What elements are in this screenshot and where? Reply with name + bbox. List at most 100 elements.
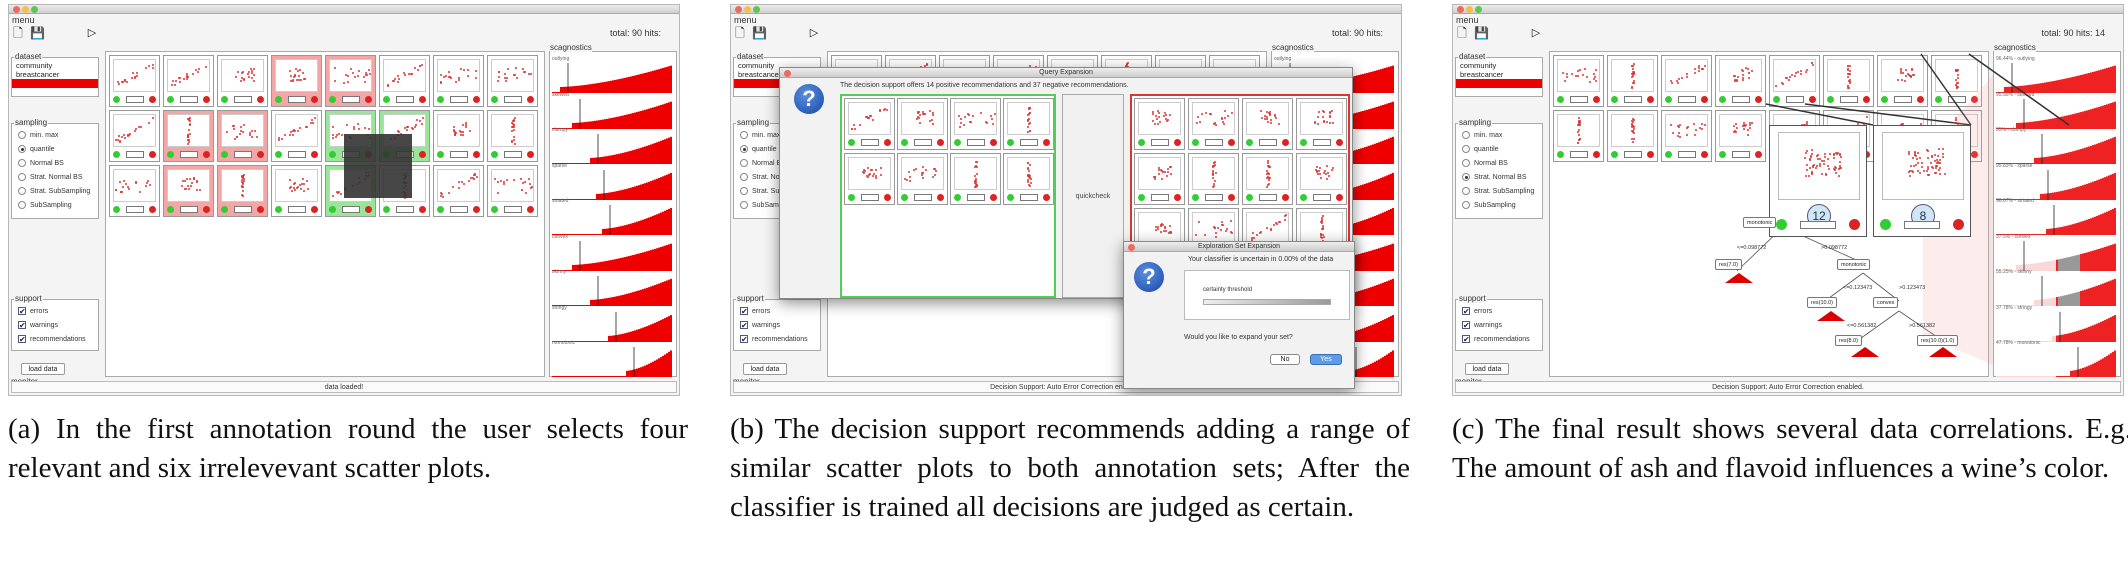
accept-button[interactable] bbox=[848, 194, 855, 201]
scagnostics-row-striated[interactable]: 96.67% - striated bbox=[1996, 198, 2118, 236]
accept-button[interactable] bbox=[1192, 194, 1199, 201]
scatterplot-tile[interactable] bbox=[271, 55, 322, 107]
menu-label[interactable]: menu bbox=[734, 15, 757, 25]
reject-button[interactable] bbox=[527, 96, 534, 103]
radio-icon[interactable] bbox=[18, 201, 26, 209]
accept-button[interactable] bbox=[1665, 151, 1672, 158]
reject-button[interactable] bbox=[419, 96, 426, 103]
checkbox-icon[interactable]: ✔ bbox=[18, 335, 26, 344]
accept-button[interactable] bbox=[491, 151, 498, 158]
scatterplot-tile[interactable] bbox=[217, 110, 268, 162]
radio-icon[interactable] bbox=[740, 187, 748, 195]
reject-button[interactable] bbox=[1336, 194, 1343, 201]
dataset-item[interactable]: community bbox=[1460, 61, 1497, 70]
tree-node[interactable]: res(10.0)(1.0) bbox=[1917, 335, 1959, 346]
sampling-option[interactable]: Strat. Normal BS bbox=[734, 170, 820, 184]
scagnostics-row-monotonic[interactable]: monotonic bbox=[552, 340, 674, 378]
reject-button[interactable] bbox=[990, 139, 997, 146]
scatterplot-tile[interactable] bbox=[844, 98, 895, 150]
quickcheck-button[interactable]: quickcheck bbox=[1062, 94, 1124, 298]
reject-button[interactable] bbox=[203, 206, 210, 213]
accept-button[interactable] bbox=[1776, 219, 1787, 230]
menu-label[interactable]: menu bbox=[1456, 15, 1479, 25]
scatterplot-tile[interactable] bbox=[1607, 110, 1658, 162]
sampling-option[interactable]: Normal BS bbox=[1456, 156, 1542, 170]
support-option[interactable]: ✔errors bbox=[12, 304, 98, 318]
support-option[interactable]: ✔errors bbox=[1456, 304, 1542, 318]
reject-button[interactable] bbox=[1282, 139, 1289, 146]
accept-button[interactable] bbox=[221, 206, 228, 213]
scatterplot-tile[interactable] bbox=[1553, 110, 1604, 162]
new-file-icon[interactable]: 🗋 bbox=[735, 25, 745, 40]
accept-button[interactable] bbox=[901, 139, 908, 146]
close-icon[interactable] bbox=[13, 6, 20, 13]
sampling-option[interactable]: Strat. Normal BS bbox=[12, 170, 98, 184]
scatterplot-tile[interactable] bbox=[271, 110, 322, 162]
reject-button[interactable] bbox=[1809, 96, 1816, 103]
accept-button[interactable] bbox=[1881, 96, 1888, 103]
radio-icon[interactable] bbox=[18, 173, 26, 181]
reject-button[interactable] bbox=[257, 96, 264, 103]
dataset-item[interactable]: breastcancer bbox=[16, 70, 60, 79]
sampling-option[interactable]: Strat. Normal BS bbox=[1456, 170, 1542, 184]
reject-button[interactable] bbox=[1701, 96, 1708, 103]
scatterplot-tile[interactable] bbox=[1003, 98, 1054, 150]
accept-button[interactable] bbox=[167, 206, 174, 213]
reject-button[interactable] bbox=[311, 151, 318, 158]
support-option[interactable]: ✔recommendations bbox=[1456, 332, 1542, 346]
zoomed-scatterplot[interactable]: 8 bbox=[1873, 125, 1971, 237]
sampling-option[interactable]: SubSampling bbox=[734, 198, 820, 212]
support-option[interactable]: ✔errors bbox=[734, 304, 820, 318]
scagnostics-row-convex[interactable]: 37.5% - convex bbox=[1996, 234, 2118, 272]
menu-label[interactable]: menu bbox=[12, 15, 35, 25]
accept-button[interactable] bbox=[901, 194, 908, 201]
scatterplot-tile[interactable] bbox=[1553, 55, 1604, 107]
save-icon[interactable]: 💾 bbox=[1474, 25, 1489, 40]
checkbox-icon[interactable]: ✔ bbox=[1462, 335, 1470, 344]
scatterplot-tile[interactable] bbox=[1661, 110, 1712, 162]
close-icon[interactable] bbox=[735, 6, 742, 13]
maximize-icon[interactable] bbox=[1475, 6, 1482, 13]
scatterplot-tile[interactable] bbox=[1188, 98, 1239, 150]
scatterplot-tile[interactable] bbox=[1715, 55, 1766, 107]
new-file-icon[interactable]: 🗋 bbox=[1457, 25, 1467, 40]
reject-button[interactable] bbox=[257, 151, 264, 158]
accept-button[interactable] bbox=[1138, 139, 1145, 146]
scagnostics-row-outlying[interactable]: 96.44% - outlying bbox=[1996, 56, 2118, 94]
radio-icon[interactable] bbox=[740, 131, 748, 139]
scatterplot-tile[interactable] bbox=[163, 165, 214, 217]
reject-button[interactable] bbox=[1336, 139, 1343, 146]
reject-button[interactable] bbox=[257, 206, 264, 213]
scatterplot-tile[interactable] bbox=[325, 55, 376, 107]
sampling-option[interactable]: SubSampling bbox=[12, 198, 98, 212]
accept-button[interactable] bbox=[1719, 151, 1726, 158]
radio-icon[interactable] bbox=[1462, 173, 1470, 181]
certainty-slider[interactable] bbox=[1203, 299, 1331, 305]
no-button[interactable]: No bbox=[1270, 354, 1300, 365]
accept-button[interactable] bbox=[275, 206, 282, 213]
radio-icon[interactable] bbox=[1462, 201, 1470, 209]
scatterplot-tile[interactable] bbox=[163, 55, 214, 107]
dataset-item[interactable]: wine bbox=[1456, 79, 1542, 88]
accept-button[interactable] bbox=[113, 151, 120, 158]
sampling-option[interactable]: quantile bbox=[12, 142, 98, 156]
scatterplot-tile[interactable] bbox=[487, 110, 538, 162]
reject-button[interactable] bbox=[937, 194, 944, 201]
reject-button[interactable] bbox=[937, 139, 944, 146]
reject-button[interactable] bbox=[203, 96, 210, 103]
minimize-icon[interactable] bbox=[744, 6, 751, 13]
reject-button[interactable] bbox=[1174, 139, 1181, 146]
scagnostics-row-sparse[interactable]: 95.83% - sparse bbox=[1996, 163, 2118, 201]
scagnostics-row-clumpy[interactable]: clumpy bbox=[552, 127, 674, 165]
support-option[interactable]: ✔warnings bbox=[12, 318, 98, 332]
sampling-option[interactable]: min. max bbox=[734, 128, 820, 142]
reject-button[interactable] bbox=[311, 96, 318, 103]
reject-button[interactable] bbox=[149, 206, 156, 213]
support-option[interactable]: ✔recommendations bbox=[734, 332, 820, 346]
checkbox-icon[interactable]: ✔ bbox=[740, 335, 748, 344]
support-option[interactable]: ✔warnings bbox=[734, 318, 820, 332]
save-icon[interactable]: 💾 bbox=[30, 25, 45, 40]
dataset-item[interactable]: community bbox=[16, 61, 53, 70]
accept-button[interactable] bbox=[329, 151, 336, 158]
scagnostics-row-sparse[interactable]: sparse bbox=[552, 163, 674, 201]
